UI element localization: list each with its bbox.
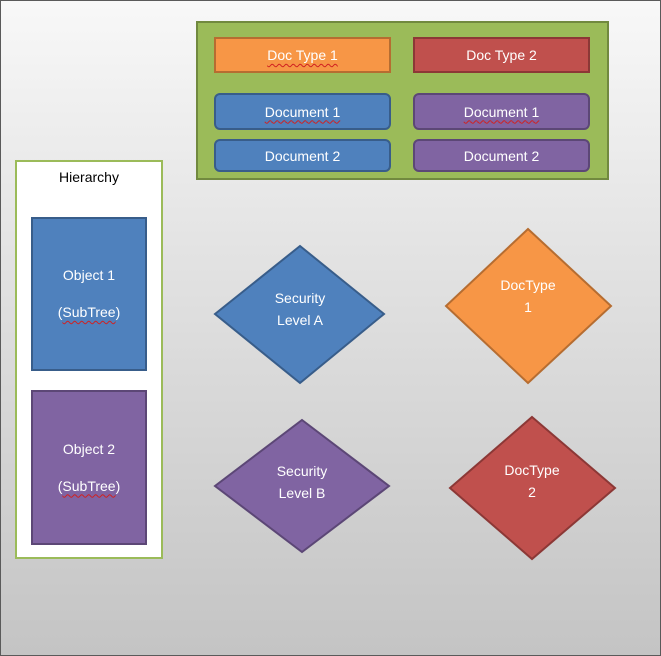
doctype-2-diamond <box>448 415 617 561</box>
security-level-b-label: Security Level B <box>252 459 352 505</box>
security-level-b-diamond <box>213 418 391 554</box>
object-1-label: Object 1 <box>62 267 116 283</box>
purple-document-2-label: Document 2 <box>463 147 540 164</box>
object-2-subtree-word: SubTree <box>62 477 116 494</box>
doctype-1-line1: DocType <box>500 277 556 293</box>
doc-type-1-label: Doc Type 1 <box>267 47 338 63</box>
security-level-a-line2: Level A <box>277 312 323 328</box>
doc-type-2-header: Doc Type 2 <box>413 37 590 73</box>
blue-document-1: Document 1 <box>214 93 391 130</box>
blue-document-2-label: Document 2 <box>264 147 341 164</box>
purple-document-1: Document 1 <box>413 93 590 130</box>
blue-document-1-label: Document 1 <box>264 103 341 120</box>
object-1-subtree-word: SubTree <box>62 304 116 320</box>
blue-document-2: Document 2 <box>214 139 391 172</box>
doctype-2-line2: 2 <box>528 484 536 500</box>
security-level-a-label: Security Level A <box>250 286 350 332</box>
object-1-subtree-label: (SubTree) <box>57 304 121 320</box>
purple-document-1-label: Document 1 <box>463 103 540 120</box>
security-level-b-line1: Security <box>276 463 328 479</box>
hierarchy-title: Hierarchy <box>59 169 119 185</box>
doc-type-2-label: Doc Type 2 <box>466 47 537 63</box>
doctype-1-diamond <box>444 227 613 385</box>
security-level-b-line2: Level B <box>278 485 326 501</box>
purple-document-2: Document 2 <box>413 139 590 172</box>
doctype-2-label: DocType 2 <box>482 458 582 504</box>
object-1-box: Object 1 (SubTree) <box>31 217 147 371</box>
security-level-a-line1: Security <box>274 290 326 306</box>
object-2-label: Object 2 <box>62 440 116 457</box>
object-2-box: Object 2 (SubTree) <box>31 390 147 545</box>
doctype-1-line2: 1 <box>524 299 532 315</box>
doctype-2-line1: DocType <box>504 462 560 478</box>
doctype-1-label: DocType 1 <box>478 273 578 319</box>
object-2-subtree-label: (SubTree) <box>57 477 121 494</box>
security-level-a-diamond <box>213 244 386 385</box>
doc-type-1-header: Doc Type 1 <box>214 37 391 73</box>
